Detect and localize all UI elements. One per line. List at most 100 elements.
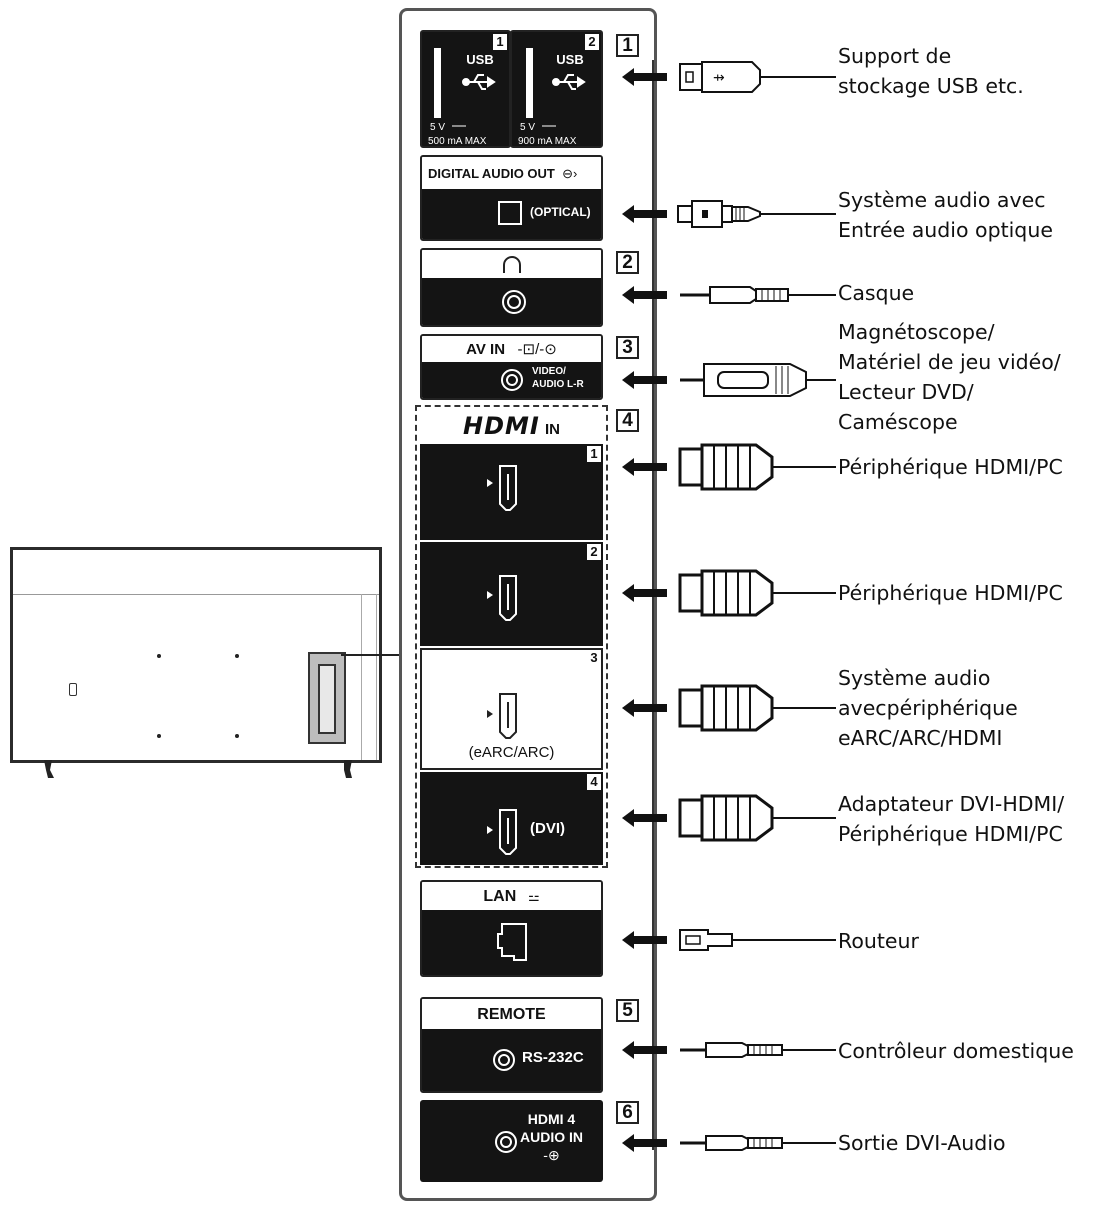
callout-2: 2: [616, 251, 639, 274]
label-hdmi2-line1: Périphérique HDMI/PC: [838, 581, 1063, 605]
optical-jack: [498, 201, 522, 225]
hdmi3-number: 3: [590, 650, 598, 665]
hdmi-group: [415, 405, 608, 868]
hdmi-port-4[interactable]: (DVI) 4: [420, 772, 603, 865]
usb-port-2[interactable]: USB 5 V 900 mA MAX 2: [510, 30, 603, 148]
label-av-line4: Caméscope: [838, 410, 958, 434]
headphones-jack: [502, 290, 526, 314]
label-av-line3: Lecteur DVD/: [838, 380, 974, 404]
label-dvi-audio-line1: Sortie DVI-Audio: [838, 1131, 1006, 1155]
rs232c-cable: [622, 1041, 836, 1059]
tv-panel-line: [361, 594, 362, 760]
lan-jack: [497, 923, 527, 961]
hdmi-port-icon: [487, 575, 517, 621]
label-usb-line1: Support de: [838, 44, 952, 68]
label-headphones: Casque: [838, 278, 914, 308]
label-usb: Support de stockage USB etc.: [838, 41, 1024, 101]
usb-icon: [462, 74, 496, 90]
remote-title: REMOTE: [422, 999, 601, 1031]
hdmi-cable-2: [622, 569, 836, 617]
label-hdmi4-line1: Adaptateur DVI-HDMI/: [838, 792, 1065, 816]
tv-screw: [235, 654, 239, 658]
usb2-voltage: 5 V: [520, 122, 535, 133]
zoom-connector-line: [341, 654, 401, 656]
hdmi4-audio-line2: AUDIO IN: [520, 1129, 583, 1145]
headphones-port[interactable]: [420, 248, 603, 327]
optical-sub: (OPTICAL): [530, 205, 591, 219]
cables: ⇸: [622, 61, 836, 1152]
av-cable: [622, 363, 836, 397]
hdmi-port-icon: [487, 809, 517, 855]
callout-5: 5: [616, 999, 639, 1022]
av-jack: [501, 369, 523, 391]
hdmi-port-1[interactable]: 1: [420, 444, 603, 540]
panel-guide-line: [652, 60, 654, 1150]
tv-terminal-area: [308, 652, 346, 744]
tv-divider: [13, 594, 379, 595]
hdmi3-sub: (eARC/ARC): [468, 744, 555, 761]
label-av-line2: Matériel de jeu vidéo/: [838, 350, 1061, 374]
label-lan: Routeur: [838, 926, 919, 956]
audio-in-icon: -⊕: [543, 1147, 560, 1163]
optical-out-icon: ⊖›: [558, 166, 578, 181]
av-in-port[interactable]: AV IN -⊡/-⊙ VIDEO/ AUDIO L-R: [420, 334, 603, 400]
hdmi-in-suffix: IN: [544, 421, 560, 438]
svg-text:⇸: ⇸: [713, 69, 725, 85]
usb1-title: USB: [466, 52, 493, 67]
digital-audio-out-port[interactable]: DIGITAL AUDIO OUT ⊖› (OPTICAL): [420, 155, 603, 241]
hdmi-port-icon: [487, 465, 517, 511]
remote-sub: RS-232C: [522, 1049, 584, 1066]
usb-port-1[interactable]: USB 5 V 500 mA MAX 1: [420, 30, 511, 148]
label-headphones-line1: Casque: [838, 281, 915, 305]
dvi-audio-cable: [622, 1134, 836, 1152]
callout-1: 1: [616, 34, 639, 57]
usb-icon: [552, 74, 586, 90]
usb-cable: ⇸: [622, 61, 836, 93]
hdmi1-number: 1: [587, 446, 601, 462]
label-hdmi4-line2: Périphérique HDMI/PC: [838, 822, 1063, 846]
av-input-icon: -⊡/-⊙: [509, 341, 557, 358]
label-usb-line2: stockage USB etc.: [838, 74, 1024, 98]
label-optical: Système audio avec Entrée audio optique: [838, 185, 1053, 245]
headphones-cable: [622, 286, 836, 304]
headphones-icon: [502, 256, 521, 273]
lan-cable: [622, 929, 836, 951]
callout-3: 3: [616, 336, 639, 359]
hdmi-port-2[interactable]: 2: [420, 542, 603, 646]
lan-port[interactable]: LAN ⚍: [420, 880, 603, 977]
label-hdmi3-line1: Système audio: [838, 666, 991, 690]
tv-screw: [157, 734, 161, 738]
label-hdmi3: Système audio avecpériphérique eARC/ARC/…: [838, 663, 1018, 753]
label-hdmi4: Adaptateur DVI-HDMI/ Périphérique HDMI/P…: [838, 789, 1064, 849]
hdmi4-audio-line1: HDMI 4: [527, 1111, 576, 1127]
av-sub-line1: VIDEO/: [532, 366, 566, 377]
label-optical-line2: Entrée audio optique: [838, 218, 1053, 242]
hdmi-cable-3: [622, 684, 836, 732]
hdmi2-number: 2: [587, 544, 601, 560]
hdmi4-audio-in-port[interactable]: HDMI 4 AUDIO IN -⊕: [420, 1100, 603, 1182]
callout-4: 4: [616, 409, 639, 432]
usb2-title: USB: [556, 52, 583, 67]
label-lan-line1: Routeur: [838, 929, 919, 953]
callout-6: 6: [616, 1101, 639, 1124]
label-optical-line1: Système audio avec: [838, 188, 1046, 212]
tv-screw: [235, 734, 239, 738]
lan-title: LAN: [483, 888, 517, 905]
hdmi-port-3[interactable]: 3 (eARC/ARC): [420, 648, 603, 770]
audio-in-jack: [495, 1131, 517, 1153]
hdmi4-sub: (DVI): [530, 820, 565, 837]
label-av-line1: Magnétoscope/: [838, 320, 995, 344]
av-sub-line2: AUDIO L-R: [532, 379, 584, 390]
remote-port[interactable]: REMOTE RS-232C: [420, 997, 603, 1093]
av-in-title: AV IN: [466, 341, 506, 358]
usb1-number: 1: [493, 34, 507, 50]
tv-screw: [157, 654, 161, 658]
tv-slot: [69, 683, 77, 696]
hdmi-port-icon: [487, 693, 517, 739]
usb2-number: 2: [585, 34, 599, 50]
label-remote-line1: Contrôleur domestique: [838, 1039, 1074, 1063]
usb1-voltage: 5 V: [430, 122, 445, 133]
tv-foot-right: [344, 760, 352, 778]
rs232c-jack-icon: [493, 1049, 515, 1071]
label-hdmi2: Périphérique HDMI/PC: [838, 578, 1063, 608]
